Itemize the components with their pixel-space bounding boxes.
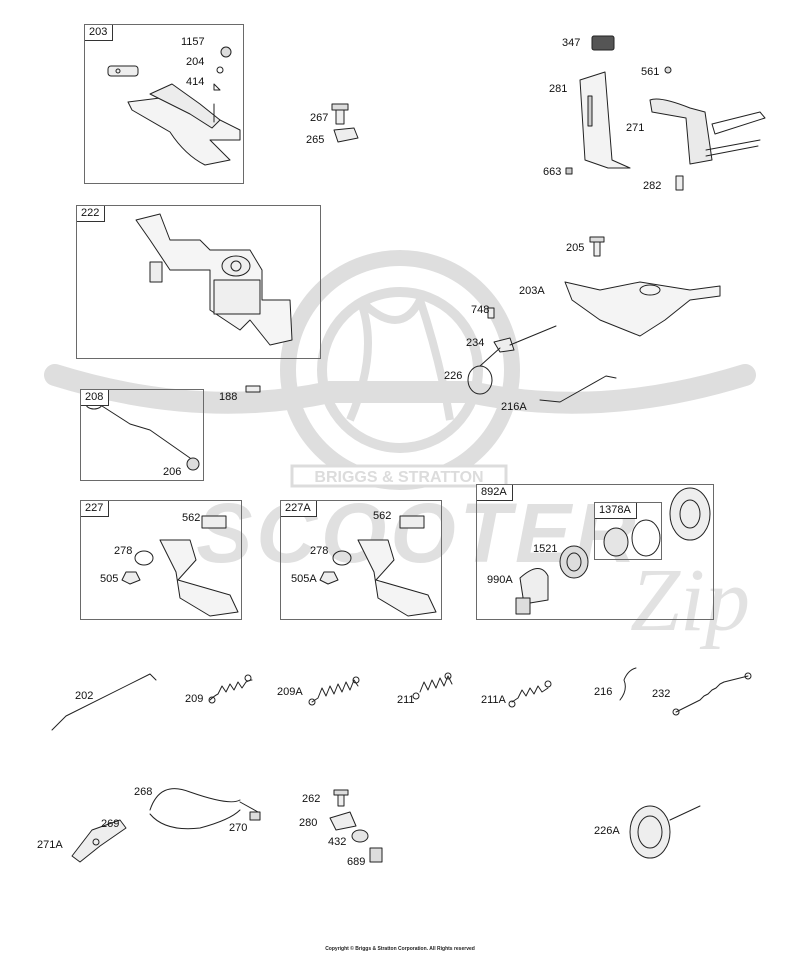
label-202: 202 xyxy=(75,690,94,702)
label-204: 204 xyxy=(186,56,205,68)
label-268: 268 xyxy=(134,786,153,798)
part-202-rod xyxy=(51,673,157,731)
label-689: 689 xyxy=(347,856,366,868)
label-748: 748 xyxy=(471,304,490,316)
group-box-222: 222 xyxy=(76,205,321,359)
label-562-b: 562 xyxy=(373,510,392,522)
label-211: 211 xyxy=(397,694,415,706)
group-tag-222: 222 xyxy=(77,206,106,222)
group-tag-1378A: 1378A xyxy=(595,503,637,519)
group-box-203: 203 xyxy=(84,24,244,184)
label-278-b: 278 xyxy=(310,545,329,557)
label-216A: 216A xyxy=(501,401,527,413)
label-209A: 209A xyxy=(277,686,303,698)
part-267-265 xyxy=(331,103,359,143)
label-232: 232 xyxy=(652,688,671,700)
copyright-notice: Copyright © Briggs & Stratton Corporatio… xyxy=(325,946,475,952)
label-270: 270 xyxy=(229,822,248,834)
label-267: 267 xyxy=(310,112,329,124)
part-222-control-bracket xyxy=(135,213,293,346)
group-box-227: 227 xyxy=(80,500,242,620)
label-561: 561 xyxy=(641,66,660,78)
watermark-brand: BRIGGS & STRATTON xyxy=(314,469,483,486)
label-211A: 211A xyxy=(481,694,506,706)
part-268-cable xyxy=(71,788,261,863)
part-281-bracket xyxy=(565,35,766,191)
label-209: 209 xyxy=(185,693,204,705)
label-226: 226 xyxy=(444,370,463,382)
label-206: 206 xyxy=(163,466,182,478)
group-tag-227: 227 xyxy=(81,501,110,517)
part-209-spring xyxy=(208,674,253,704)
label-226A: 226A xyxy=(594,825,620,837)
label-1521: 1521 xyxy=(533,543,558,555)
group-box-208: 208 xyxy=(80,389,204,481)
label-278-a: 278 xyxy=(114,545,133,557)
group-tag-208: 208 xyxy=(81,390,110,406)
label-282: 282 xyxy=(643,180,662,192)
label-281: 281 xyxy=(549,83,568,95)
label-271A: 271A xyxy=(37,839,63,851)
part-892A-ignition xyxy=(515,487,711,615)
label-347: 347 xyxy=(562,37,581,49)
part-226-spring-link xyxy=(467,325,617,403)
group-box-892A: 892A xyxy=(476,484,714,620)
label-216: 216 xyxy=(594,686,613,698)
part-232-spring xyxy=(672,672,752,716)
label-188: 188 xyxy=(219,391,238,403)
part-227-lever xyxy=(121,515,239,617)
label-262: 262 xyxy=(302,793,321,805)
label-663: 663 xyxy=(543,166,562,178)
label-414: 414 xyxy=(186,76,205,88)
label-280: 280 xyxy=(299,817,318,829)
label-234: 234 xyxy=(466,337,485,349)
watermark-script: Zip xyxy=(630,551,750,650)
part-211-spring xyxy=(412,672,453,700)
part-216-clip xyxy=(619,667,637,701)
group-tag-203: 203 xyxy=(85,25,114,41)
label-203A: 203A xyxy=(519,285,545,297)
part-203A-bracket xyxy=(487,236,721,337)
part-226A-knob xyxy=(629,805,701,859)
group-tag-892A: 892A xyxy=(477,485,513,501)
part-211A-spring xyxy=(508,680,552,708)
part-203-bracket xyxy=(107,46,241,166)
label-1157: 1157 xyxy=(181,36,205,48)
part-209A-spring xyxy=(308,676,360,706)
part-227A-lever xyxy=(319,515,437,617)
label-505: 505 xyxy=(100,573,119,585)
label-265: 265 xyxy=(306,134,325,146)
group-box-227A: 227A xyxy=(280,500,442,620)
label-432: 432 xyxy=(328,836,347,848)
label-271: 271 xyxy=(626,122,645,134)
label-990A: 990A xyxy=(487,574,513,586)
label-269: 269 xyxy=(101,818,120,830)
group-box-1378A: 1378A xyxy=(594,502,662,560)
label-205: 205 xyxy=(566,242,585,254)
label-562-a: 562 xyxy=(182,512,201,524)
label-505A: 505A xyxy=(291,573,317,585)
group-tag-227A: 227A xyxy=(281,501,317,517)
part-262-clamp xyxy=(329,789,383,863)
